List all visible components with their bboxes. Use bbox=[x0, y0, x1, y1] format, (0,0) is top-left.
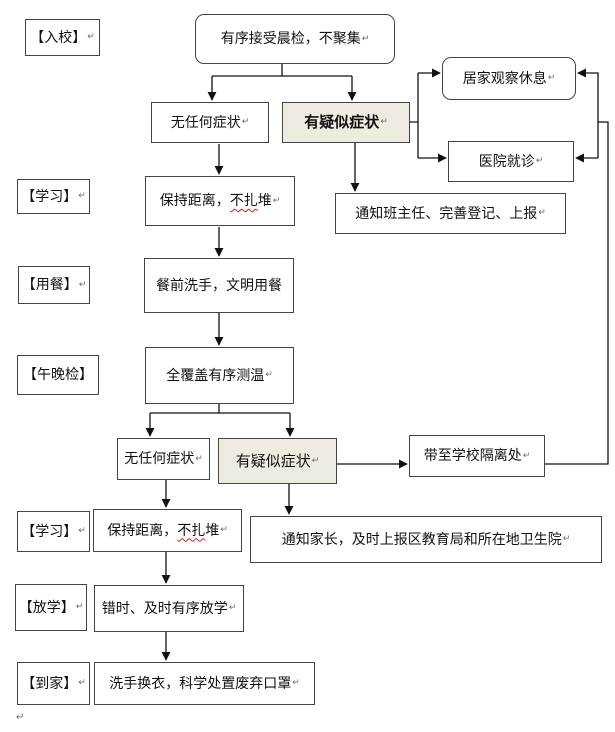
connector-suspected-branch bbox=[410, 73, 419, 158]
suspected-symptoms-box-2: 有疑似症状↵ bbox=[218, 438, 337, 484]
staggered-dismissal-box: 错时、及时有序放学↵ bbox=[94, 585, 244, 632]
keep-distance-box-1: 保持距离，不扎堆↵ bbox=[145, 176, 295, 226]
change-clothes-box: 洗手换衣，科学处置废弃口罩↵ bbox=[94, 662, 315, 705]
isolation-room-box: 带至学校隔离处↵ bbox=[409, 435, 545, 477]
keep-distance-box-2: 保持距离，不扎堆↵ bbox=[93, 509, 242, 552]
paragraph-mark: ↵ bbox=[16, 712, 25, 723]
hospital-box: 医院就诊↵ bbox=[448, 141, 574, 182]
arrow-return-home-observe bbox=[577, 68, 599, 122]
notify-parents-box: 通知家长，及时上报区教育局和所在地卫生院↵ bbox=[250, 516, 602, 563]
stage-arrival-label: 【入校】↵ bbox=[25, 19, 100, 56]
no-symptoms-box-2: 无任何症状↵ bbox=[117, 438, 210, 480]
stage-study-label-2: 【学习】↵ bbox=[17, 511, 90, 552]
full-temp-check-box: 全覆盖有序测温↵ bbox=[145, 347, 294, 404]
wash-before-meal-box: 餐前洗手，文明用餐 bbox=[144, 258, 294, 313]
stage-noon-check-label: 【午晚检】 bbox=[17, 355, 99, 395]
stage-home-label: 【到家】↵ bbox=[17, 662, 90, 705]
connector-return-line bbox=[545, 121, 609, 465]
connector-morning-split bbox=[212, 64, 352, 77]
morning-check-box: 有序接受晨检，不聚集↵ bbox=[195, 14, 395, 64]
suspected-symptoms-box-1: 有疑似症状↵ bbox=[282, 102, 410, 143]
no-symptoms-box-1: 无任何症状↵ bbox=[151, 102, 269, 143]
stage-study-label-1: 【学习】↵ bbox=[17, 179, 90, 214]
connector-temp-split bbox=[150, 404, 290, 414]
notify-teacher-box: 通知班主任、完善登记、上报↵ bbox=[335, 193, 566, 234]
home-observe-box: 居家观察休息↵ bbox=[442, 57, 576, 100]
stage-meal-label: 【用餐】↵ bbox=[18, 266, 90, 304]
stage-dismissal-label: 【放学】↵ bbox=[15, 584, 87, 631]
